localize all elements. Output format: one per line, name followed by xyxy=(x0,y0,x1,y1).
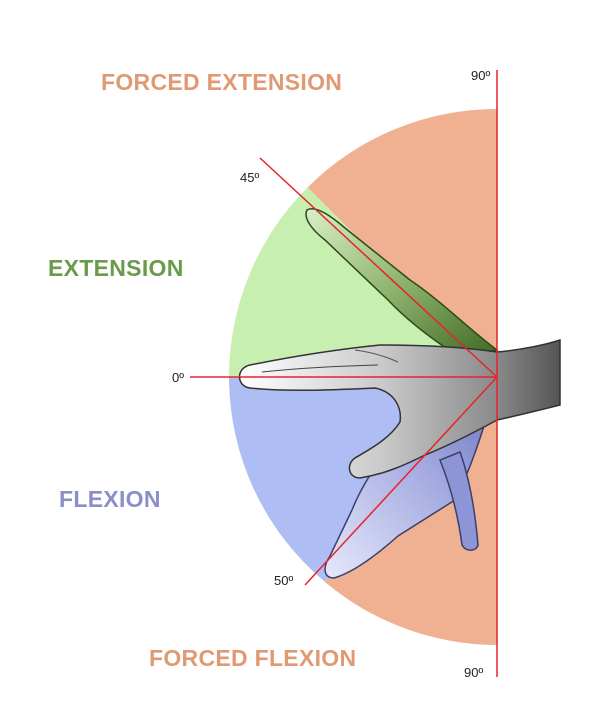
forced-extension-label: FORCED EXTENSION xyxy=(101,69,343,95)
line-45 xyxy=(259,157,498,378)
angle-90-top-label: 90º xyxy=(471,68,491,83)
line-50 xyxy=(304,376,498,586)
angle-guide-lines xyxy=(190,70,498,677)
angle-0-label: 0º xyxy=(172,370,184,385)
neutral-hand xyxy=(238,338,561,479)
flexion-label: FLEXION xyxy=(59,486,161,512)
angle-45-label: 45º xyxy=(240,170,260,185)
thumb-line xyxy=(261,364,379,373)
forced-flexion-label: FORCED FLEXION xyxy=(149,645,357,671)
flexed-finger xyxy=(439,451,479,551)
angle-90-bottom-label: 90º xyxy=(464,665,484,680)
knuckle-crease xyxy=(354,349,399,363)
angle-50-label: 50º xyxy=(274,573,294,588)
extension-label: EXTENSION xyxy=(48,255,184,281)
